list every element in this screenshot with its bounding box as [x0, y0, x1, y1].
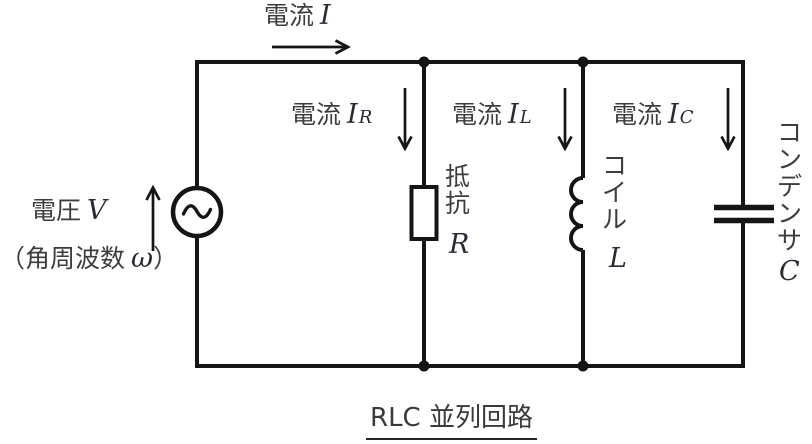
- angular-frequency-close-paren: ）: [153, 244, 179, 273]
- voltage-symbol: V: [87, 195, 107, 226]
- current-capacitor-symbol: I: [668, 99, 679, 130]
- circuit-wires: [195, 60, 745, 368]
- junction-dot: [577, 56, 589, 68]
- current-inductor-subscript: L: [519, 107, 532, 128]
- ac-source-sine-icon: [181, 204, 213, 219]
- inductor-symbol: L: [609, 243, 627, 274]
- angular-frequency-symbol: ω: [131, 243, 154, 274]
- resistor-symbol: R: [449, 229, 470, 260]
- current-capacitor-subscript: C: [679, 107, 694, 128]
- wire-top-loop: [195, 60, 745, 206]
- junction-dots: [418, 56, 589, 372]
- junction-dot: [577, 360, 589, 372]
- voltage-arrow-icon: [145, 184, 161, 251]
- current-inductor-kanji: 電流: [452, 100, 503, 129]
- current-inductor-symbol: I: [508, 99, 519, 130]
- ac-source: [170, 185, 224, 239]
- current-resistor-arrow-icon: [397, 88, 413, 152]
- current-resistor-subscript: R: [358, 107, 373, 128]
- inductor-coil-icon: [569, 176, 584, 252]
- wire-bottom-loop: [195, 222, 745, 368]
- current-main-symbol: I: [320, 0, 331, 31]
- junction-dot: [418, 56, 430, 68]
- voltage-kanji: 電圧: [31, 196, 82, 225]
- junction-dot: [418, 360, 430, 372]
- current-capacitor-kanji: 電流: [612, 100, 663, 129]
- diagram-title: RLC 並列回路: [366, 397, 537, 440]
- current-resistor-symbol: I: [347, 99, 358, 130]
- current-main-arrow-icon: [272, 39, 351, 55]
- angular-frequency-open-paren: （: [0, 244, 26, 273]
- current-capacitor-arrow-icon: [720, 88, 736, 152]
- resistor-label: 抵抗: [444, 162, 470, 218]
- current-main-kanji: 電流: [264, 1, 315, 30]
- capacitor-symbol: C: [779, 256, 800, 287]
- direction-arrows: [145, 39, 736, 251]
- current-inductor-arrow-icon: [557, 88, 573, 152]
- capacitor-label: コンデンサ: [776, 118, 802, 255]
- current-resistor-kanji: 電流: [291, 100, 342, 129]
- inductor-label: コイル: [601, 151, 627, 234]
- resistor-body: [409, 185, 439, 241]
- capacitor-plates-icon: [714, 204, 774, 224]
- angular-frequency-kanji: 角周波数: [25, 244, 126, 273]
